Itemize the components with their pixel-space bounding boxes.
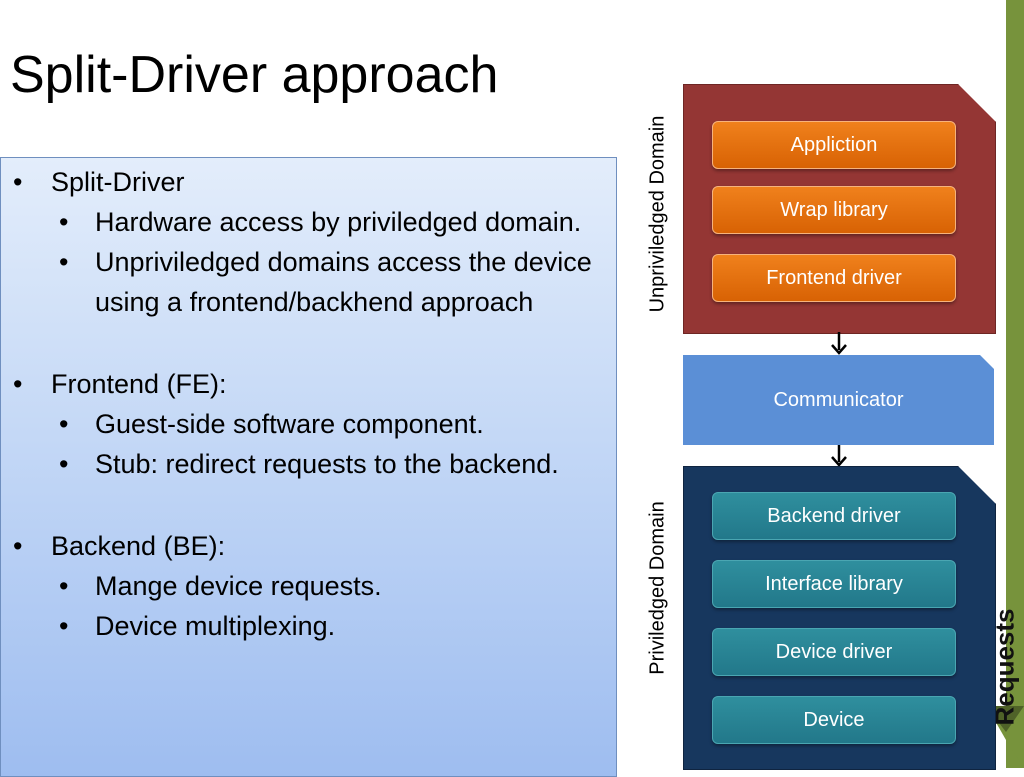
bullet-glyph: • xyxy=(13,531,23,561)
requests-arrow-shaft xyxy=(1006,0,1024,768)
down-arrow-to-communicator xyxy=(831,332,847,355)
bullet-glyph: • xyxy=(13,369,23,399)
bullet-text: Stub: redirect requests to the backend. xyxy=(95,449,559,479)
interface-library-component: Interface library xyxy=(712,560,956,608)
sub-bullet-stub: • Stub: redirect requests to the backend. xyxy=(11,444,606,484)
requests-arrow-head xyxy=(990,712,1024,768)
slide-title: Split-Driver approach xyxy=(10,46,499,104)
bullet-frontend: • Frontend (FE): xyxy=(11,364,606,404)
sub-bullet-guest-side: • Guest-side software component. xyxy=(11,404,606,444)
sub-bullet-hardware-access: • Hardware access by priviledged domain. xyxy=(11,202,606,242)
privileged-domain-label: Priviledged Domain xyxy=(646,501,669,675)
application-component: Appliction xyxy=(712,121,956,169)
communicator-component: Communicator xyxy=(683,355,994,445)
bullet-glyph: • xyxy=(59,247,69,277)
backend-driver-component: Backend driver xyxy=(712,492,956,540)
bullet-backend: • Backend (BE): xyxy=(11,526,606,566)
frontend-driver-component: Frontend driver xyxy=(712,254,956,302)
bullet-text: Split-Driver xyxy=(51,167,185,197)
bullet-glyph: • xyxy=(59,449,69,479)
wrap-library-component: Wrap library xyxy=(712,186,956,234)
bullet-text: Frontend (FE): xyxy=(51,369,227,399)
bullet-text: Guest-side software component. xyxy=(95,409,484,439)
bullet-split-driver: • Split-Driver xyxy=(11,162,606,202)
unprivileged-domain-label: Unpriviledged Domain xyxy=(646,115,669,313)
sub-bullet-multiplexing: • Device multiplexing. xyxy=(11,606,606,646)
bullet-text: Mange device requests. xyxy=(95,571,382,601)
bullet-glyph: • xyxy=(59,409,69,439)
device-component: Device xyxy=(712,696,956,744)
bullet-text: Device multiplexing. xyxy=(95,611,336,641)
down-arrow-to-privileged xyxy=(831,445,847,467)
sub-bullet-unprivileged-access: • Unpriviledged domains access the device… xyxy=(11,242,606,322)
bullet-text: Unpriviledged domains access the device … xyxy=(95,247,592,317)
bullet-glyph: • xyxy=(59,611,69,641)
bullet-glyph: • xyxy=(59,571,69,601)
bullet-text-box: • Split-Driver • Hardware access by privil… xyxy=(0,157,617,777)
sub-bullet-manage-requests: • Mange device requests. xyxy=(11,566,606,606)
bullet-glyph: • xyxy=(13,167,23,197)
device-driver-component: Device driver xyxy=(712,628,956,676)
bullet-text: Backend (BE): xyxy=(51,531,226,561)
requests-arrow xyxy=(986,0,1024,768)
bullet-glyph: • xyxy=(59,207,69,237)
bullet-text: Hardware access by priviledged domain. xyxy=(95,207,582,237)
